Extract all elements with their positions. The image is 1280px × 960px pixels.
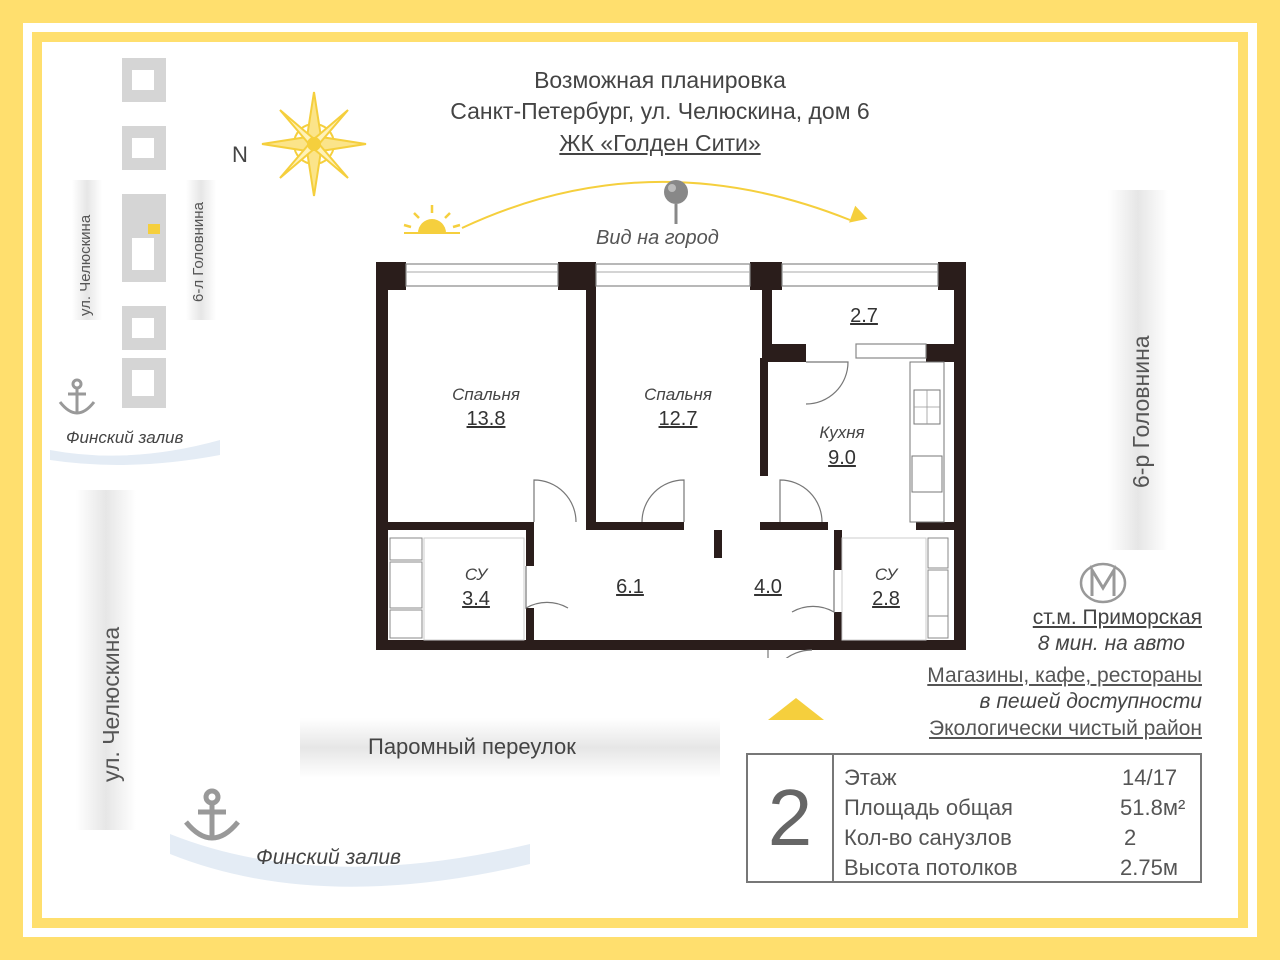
room-area-bathroom-2: 2.8 (872, 588, 900, 610)
street-glow-right-big (1108, 190, 1168, 550)
metro-icon (1079, 562, 1127, 604)
amenities-line-2: в пешей доступности (979, 690, 1202, 713)
title-line-2: Санкт-Петербург, ул. Челюскина, дом 6 (450, 98, 870, 124)
anchor-icon-large (184, 788, 240, 841)
amenities-line-1: Магазины, кафе, рестораны (927, 664, 1202, 687)
room-name-bathroom-2: СУ (874, 565, 898, 584)
anchor-icon (58, 378, 96, 415)
room-area-bedroom-1: 13.8 (466, 408, 506, 430)
info-value-floor: 14/17 (1122, 765, 1178, 790)
street-bottom: Паромный переулок (368, 734, 576, 759)
apartment-info-box: 2 Этаж 14/17 Площадь общая 51.8м² Кол-во… (746, 753, 1202, 883)
room-name-bedroom-2: Спальня (644, 385, 712, 404)
room-name-bedroom-1: Спальня (452, 385, 520, 404)
info-label-bathrooms: Кол-во санузлов (844, 825, 1012, 850)
water-label-bottom: Финский залив (256, 846, 401, 869)
info-label-area: Площадь общая (844, 795, 1013, 820)
street-left-small: ул. Челюскина (77, 214, 94, 316)
room-name-kitchen: Кухня (819, 423, 865, 442)
view-label: Вид на город (596, 227, 719, 249)
info-label-floor: Этаж (844, 765, 897, 790)
info-value-area: 51.8м² (1120, 795, 1186, 820)
water-wave-top (50, 440, 220, 465)
info-label-ceiling: Высота потолков (844, 855, 1018, 880)
info-value-ceiling: 2.75м (1120, 855, 1178, 880)
north-label: N (232, 142, 248, 167)
street-right-big: 6-р Головнина (1128, 335, 1154, 488)
room-name-bathroom-1: СУ (464, 565, 488, 584)
room-area-kitchen: 9.0 (828, 447, 856, 469)
street-glow-left-big (76, 490, 136, 830)
floor-plan (376, 258, 970, 658)
street-glow-left-small (72, 180, 102, 320)
room-area-bathroom-1: 3.4 (462, 588, 490, 610)
room-area-bedroom-2: 12.7 (658, 408, 698, 430)
entrance-arrow-icon (768, 698, 824, 720)
street-left-big: ул. Челюскина (98, 626, 124, 782)
room-area-hall-2: 4.0 (754, 576, 782, 598)
street-glow-right-small (186, 180, 216, 320)
street-right-small: 6-л Головнина (190, 202, 207, 302)
water-label-top: Финский залив (66, 428, 184, 447)
amenities-line-3: Экологически чистый район (929, 717, 1202, 740)
metro-station: ст.м. Приморская (1032, 606, 1202, 629)
room-area-balcony: 2.7 (850, 305, 878, 327)
location-pin-icon (664, 180, 688, 224)
metro-time: 8 мин. на авто (1037, 632, 1185, 655)
rooms-count: 2 (748, 755, 834, 881)
title-line-1: Возможная планировка (534, 67, 786, 93)
complex-name: ЖК «Голден Сити» (559, 130, 761, 156)
compass-rose-icon (261, 91, 367, 197)
developer-logo-icon (122, 58, 166, 408)
info-value-bathrooms: 2 (1124, 825, 1137, 850)
room-area-hall-1: 6.1 (616, 576, 644, 598)
water-wave-bottom (170, 834, 530, 887)
title-line-3: ЖК «Голден Сити» (340, 130, 980, 157)
street-glow-bottom (300, 718, 720, 778)
sun-path-arc (461, 180, 868, 229)
sun-icon (403, 205, 461, 234)
